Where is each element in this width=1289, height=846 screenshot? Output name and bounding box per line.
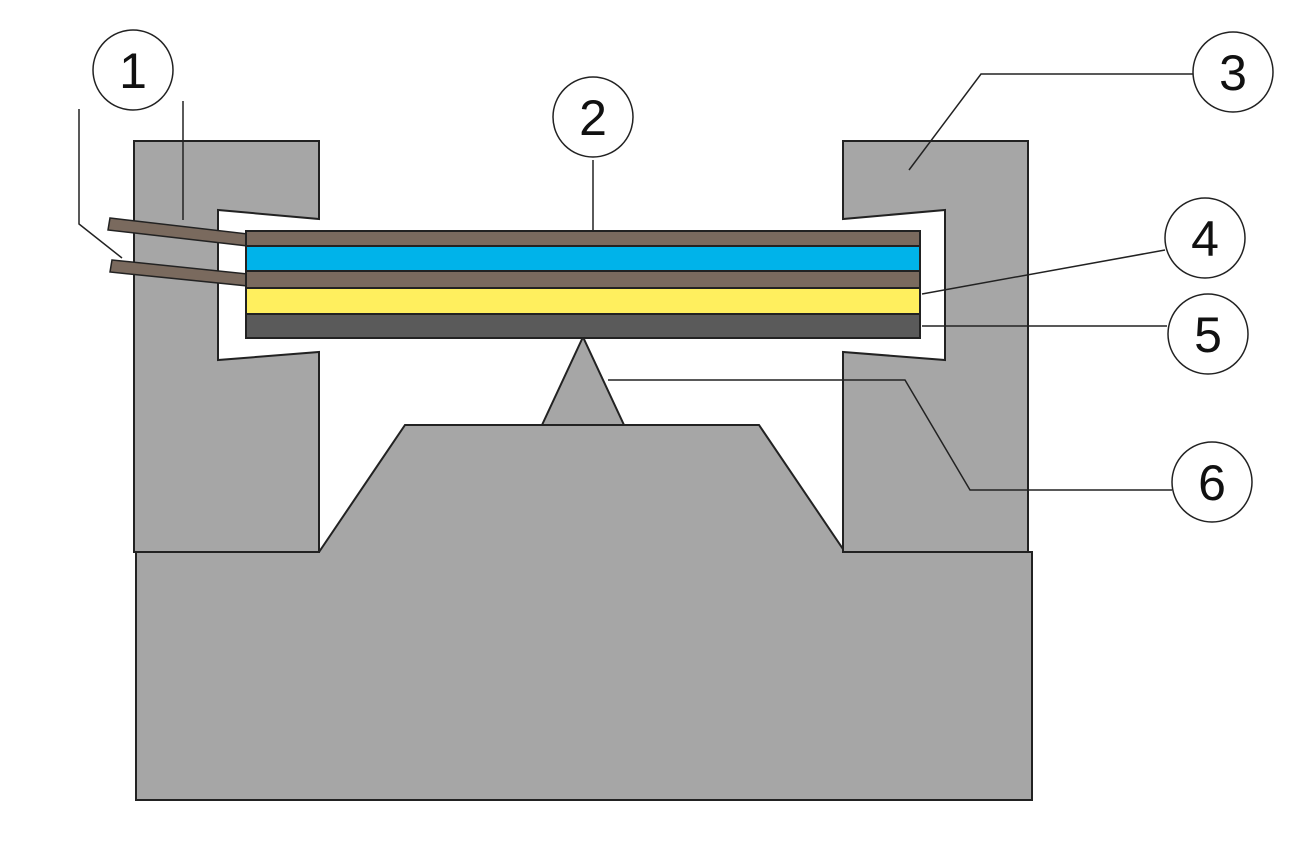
callout-6-label: 6 (1198, 455, 1226, 511)
piezo-layer (245, 245, 921, 272)
yellow-layer (245, 287, 921, 315)
base-plate-layer (245, 313, 921, 339)
callout-1-circle (92, 29, 174, 111)
leader-line-3 (908, 73, 1193, 171)
callout-5-circle (1167, 293, 1249, 375)
middle-electrode-layer (245, 270, 921, 289)
callout-2-circle (552, 76, 634, 158)
callout-5: 5 (1167, 293, 1249, 375)
leader-lines (78, 73, 1193, 491)
callout-3-label: 3 (1219, 45, 1247, 101)
callout-1-label: 1 (119, 43, 147, 99)
callout-4-circle (1164, 197, 1246, 279)
callout-3-circle (1192, 31, 1274, 113)
top-electrode-layer (245, 230, 921, 247)
callout-4-label: 4 (1191, 211, 1219, 267)
leader-line-4 (921, 249, 1166, 295)
leader-line-6 (608, 379, 1172, 491)
callout-1: 1 (92, 29, 174, 111)
leader-line-1b (78, 109, 123, 259)
callout-4: 4 (1164, 197, 1246, 279)
callout-2-label: 2 (579, 90, 607, 146)
left-clamp (133, 140, 320, 553)
callout-2: 2 (552, 76, 634, 158)
right-clamp (842, 140, 1029, 553)
pivot-support (540, 334, 626, 426)
callout-6: 6 (1171, 441, 1253, 523)
callout-5-label: 5 (1194, 307, 1222, 363)
callout-3: 3 (1192, 31, 1274, 113)
callout-6-circle (1171, 441, 1253, 523)
